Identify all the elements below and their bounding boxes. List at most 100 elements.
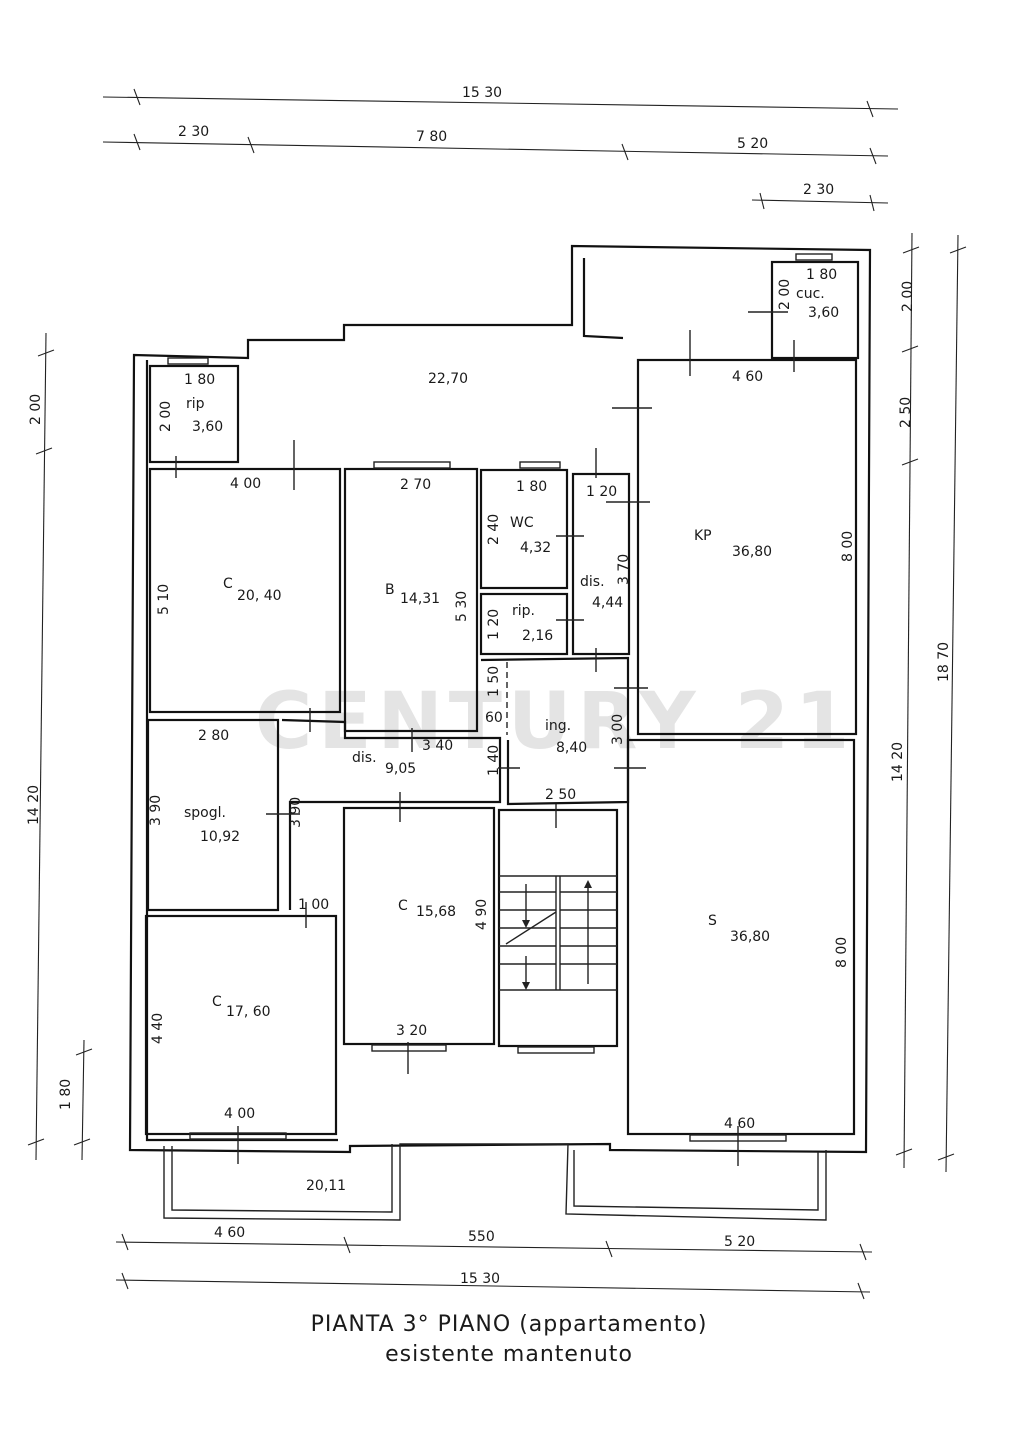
camera-1-w: 4 00 <box>230 476 261 492</box>
room-camera-1: 4 00 C 20, 40 5 10 <box>148 467 342 714</box>
spogl-w2: 1 00 <box>298 897 329 913</box>
bagno-h: 5 30 <box>454 591 470 622</box>
bottom-dimensions: 4 60 550 5 20 15 30 <box>115 1225 873 1300</box>
terrace-bottom: 20,11 <box>306 1178 346 1194</box>
camera-2-name: C <box>398 898 408 914</box>
terrace-bottom-area: 20,11 <box>306 1178 346 1194</box>
ing-w: 2 50 <box>545 787 576 803</box>
watermark: CENTURY 21 <box>255 677 855 767</box>
soggiorno-name: S <box>708 913 717 929</box>
rip-top-h: 2 00 <box>158 401 174 432</box>
dim-right-b: 2 50 <box>898 397 914 428</box>
cuc-area: 3,60 <box>808 305 839 321</box>
dim-right-a: 2 00 <box>900 281 916 312</box>
rip-top-name: rip <box>186 396 205 412</box>
dis-small-area: 4,44 <box>592 595 623 611</box>
camera-3-name: C <box>212 994 222 1010</box>
wc-name: WC <box>510 515 534 531</box>
dim-right-c: 14 20 <box>890 742 906 782</box>
dim-top-a: 2 30 <box>178 124 209 140</box>
soggiorno-w: 4 60 <box>724 1116 755 1132</box>
room-wc: 1 80 WC 4,32 2 40 <box>479 461 569 590</box>
dim-top-total: 15 30 <box>462 85 502 101</box>
kp-name: KP <box>694 528 712 544</box>
plan-caption-subtitle: esistente mantenuto <box>385 1342 633 1367</box>
bagno-name: B <box>385 582 395 598</box>
bagno-w: 2 70 <box>400 477 431 493</box>
dim-left-c: 1 80 <box>58 1079 74 1110</box>
dim-top-c: 5 20 <box>737 136 768 152</box>
terrace-top-area: 22,70 <box>428 371 468 387</box>
stairwell <box>497 808 619 1054</box>
ing-h-a: 1 50 <box>486 666 502 697</box>
kp-h: 8 00 <box>840 531 856 562</box>
terrace-top: 22,70 <box>428 371 468 387</box>
camera-1-area: 20, 40 <box>237 588 282 604</box>
right-dimensions: 2 00 2 50 14 20 18 70 <box>890 232 967 1173</box>
dis-name: dis. <box>352 750 377 766</box>
cuc-h: 2 00 <box>777 279 793 310</box>
dis-w: 3 40 <box>422 738 453 754</box>
wc-area: 4,32 <box>520 540 551 556</box>
rip-mid-name: rip. <box>512 603 535 619</box>
dim-top-d: 2 30 <box>803 182 834 198</box>
camera-3-w: 4 00 <box>224 1106 255 1122</box>
ing-h-c: 3 00 <box>610 714 626 745</box>
wc-w: 1 80 <box>516 479 547 495</box>
camera-2-w: 3 20 <box>396 1023 427 1039</box>
room-dis-small: 1 20 dis. 4,44 3 70 <box>571 472 632 656</box>
cuc-name: cuc. <box>796 286 825 302</box>
camera-3-h: 4 40 <box>150 1013 166 1044</box>
left-dimensions: 2 00 14 20 1 80 <box>26 332 93 1161</box>
soggiorno-h: 8 00 <box>834 937 850 968</box>
rip-top-w: 1 80 <box>184 372 215 388</box>
ing-h-b: 60 <box>485 710 503 726</box>
camera-2-area: 15,68 <box>416 904 456 920</box>
dis-small-h: 3 70 <box>616 554 632 585</box>
camera-3-area: 17, 60 <box>226 1004 271 1020</box>
camera-1-name: C <box>223 576 233 592</box>
spogl-h2: 3 90 <box>288 797 304 828</box>
spogl-h: 3 90 <box>148 795 164 826</box>
camera-2-h: 4 90 <box>474 899 490 930</box>
room-camera-3: C 17, 60 4 00 4 40 <box>144 914 338 1140</box>
spogl-w: 2 80 <box>198 728 229 744</box>
room-rip-top: 1 80 rip 3,60 2 00 <box>148 357 240 464</box>
room-dis: 3 40 dis. 9,05 1 40 <box>281 718 502 910</box>
spogl-area: 10,92 <box>200 829 240 845</box>
ing-name: ing. <box>545 718 571 734</box>
room-rip-mid: rip. 2,16 1 20 <box>479 592 569 656</box>
room-camera-2: C 15,68 3 20 4 90 <box>342 806 496 1052</box>
plan-caption-title: PIANTA 3° PIANO (appartamento) <box>310 1312 708 1337</box>
room-cuc: 1 80 cuc. 3,60 2 00 <box>770 253 860 360</box>
rip-mid-h: 1 20 <box>486 609 502 640</box>
spogl-name: spogl. <box>184 805 226 821</box>
kp-w: 4 60 <box>732 369 763 385</box>
dim-bottom-b: 550 <box>468 1229 495 1245</box>
dim-bottom-total: 15 30 <box>460 1271 500 1287</box>
dim-left-b: 14 20 <box>26 785 42 825</box>
outer-walls <box>128 244 872 1221</box>
dis-small-w: 1 20 <box>586 484 617 500</box>
dim-right-total: 18 70 <box>936 642 952 682</box>
top-dimensions: 15 30 2 30 7 80 5 20 2 30 <box>102 85 899 212</box>
door-marks <box>175 311 795 1166</box>
room-bagno: 2 70 B 14,31 5 30 <box>343 461 479 733</box>
cuc-w: 1 80 <box>806 267 837 283</box>
dim-bottom-a: 4 60 <box>214 1225 245 1241</box>
dis-area: 9,05 <box>385 761 416 777</box>
room-kp: 4 60 KP 36,80 8 00 <box>636 358 858 736</box>
wc-h: 2 40 <box>486 514 502 545</box>
room-soggiorno: S 36,80 4 60 8 00 <box>626 738 856 1142</box>
rip-top-area: 3,60 <box>192 419 223 435</box>
soggiorno-area: 36,80 <box>730 929 770 945</box>
dim-bottom-c: 5 20 <box>724 1234 755 1250</box>
bagno-area: 14,31 <box>400 591 440 607</box>
dis-small-name: dis. <box>580 574 605 590</box>
room-spogl: 2 80 spogl. 10,92 3 90 3 90 1 00 <box>146 718 329 913</box>
dim-top-b: 7 80 <box>416 129 447 145</box>
dis-h: 1 40 <box>486 745 502 776</box>
dim-left-a: 2 00 <box>28 394 44 425</box>
ing-area: 8,40 <box>556 740 587 756</box>
